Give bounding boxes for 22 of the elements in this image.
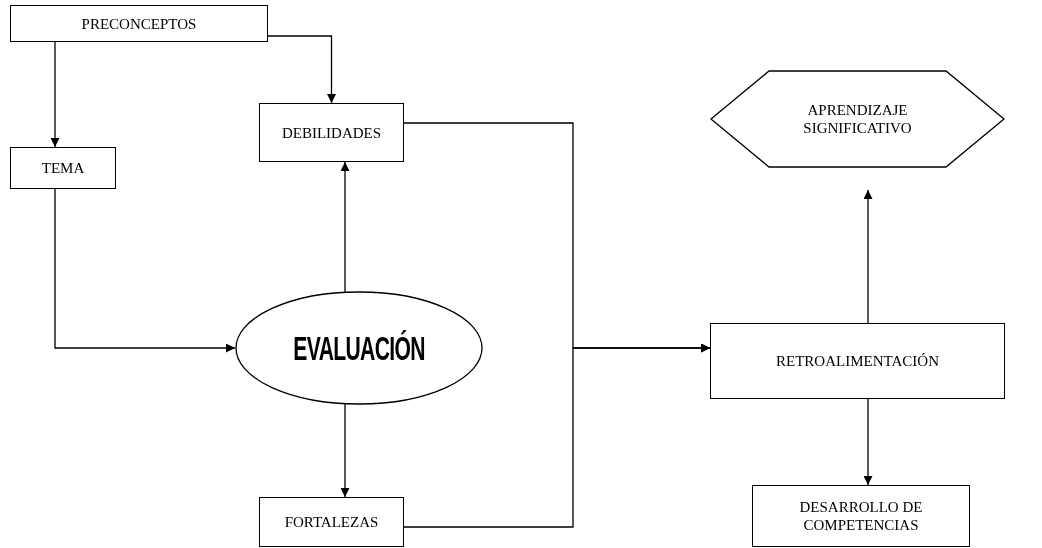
node-label: DEBILIDADES	[281, 123, 382, 142]
node-label: APRENDIZAJE SIGNIFICATIVO	[802, 101, 913, 137]
arrow	[340, 161, 350, 293]
node-label: PRECONCEPTOS	[81, 14, 197, 33]
process-box	[710, 323, 1005, 399]
arrow	[863, 398, 873, 486]
node-label: DESARROLLO DE COMPETENCIAS	[798, 498, 924, 534]
arrow	[863, 189, 873, 324]
node-label: FORTALEZAS	[284, 513, 379, 531]
arrow	[267, 35, 336, 104]
process-box	[752, 485, 970, 547]
process-box	[10, 147, 116, 189]
arrow	[54, 188, 236, 353]
process-box	[259, 497, 404, 547]
node-label: EVALUACIÓN	[293, 327, 425, 369]
process-box	[259, 103, 404, 162]
arrow	[403, 343, 711, 528]
arrow	[50, 41, 60, 148]
node-label: TEMA	[41, 159, 85, 177]
node-label: RETROALIMENTACIÓN	[776, 352, 939, 370]
arrow	[340, 403, 350, 498]
process-box	[10, 5, 268, 42]
